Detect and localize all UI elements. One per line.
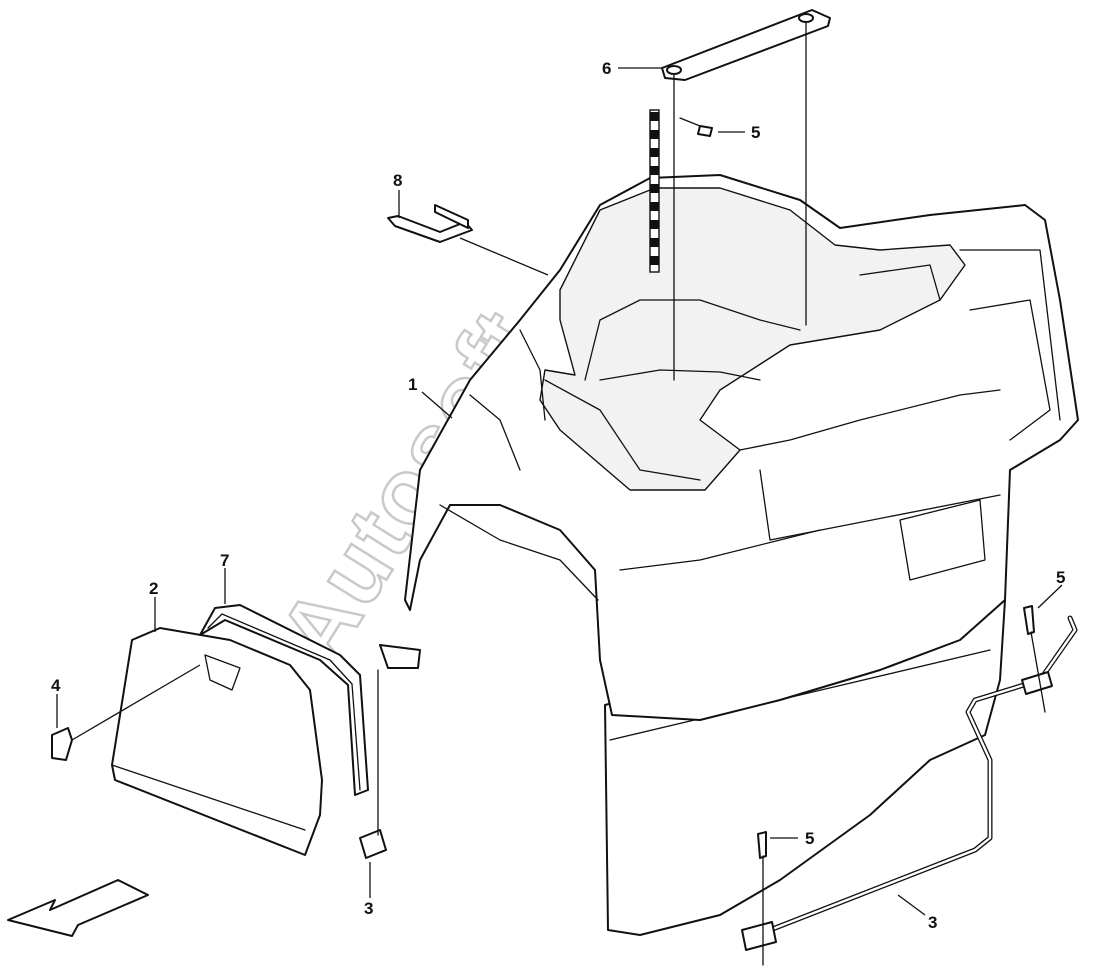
- callout-1: 1: [408, 375, 417, 394]
- part-6-strap: [661, 9, 831, 381]
- callout-5-top: 5: [751, 123, 760, 142]
- dashed-strip: [649, 109, 660, 273]
- callout-6: 6: [602, 59, 611, 78]
- callout-2: 2: [149, 579, 158, 598]
- leader-lines: [56, 67, 1063, 916]
- callout-3-left: 3: [364, 899, 373, 918]
- part-3-rod-right: [741, 615, 1078, 951]
- callout-8: 8: [393, 171, 402, 190]
- part-5-screw-right: [1023, 605, 1046, 713]
- part-3-bracket-left: [359, 669, 387, 859]
- callout-5-bottom: 5: [805, 829, 814, 848]
- part-8-clip: [387, 204, 473, 243]
- callout-7: 7: [220, 551, 229, 570]
- part-1-housing: [379, 174, 1079, 936]
- part-2-cover: [111, 627, 323, 856]
- callout-3-right: 3: [928, 913, 937, 932]
- callouts: 1 2 3 3 4 5 5 5 6 7 8: [51, 59, 1065, 932]
- callout-4: 4: [51, 676, 61, 695]
- part-7-seal: [199, 604, 369, 796]
- orientation-arrow: [7, 879, 149, 937]
- part-5-screw-top: [679, 117, 713, 137]
- part-5-screw-bottom: [757, 831, 767, 966]
- callout-5-right: 5: [1056, 568, 1065, 587]
- part-4-clip: [51, 727, 73, 761]
